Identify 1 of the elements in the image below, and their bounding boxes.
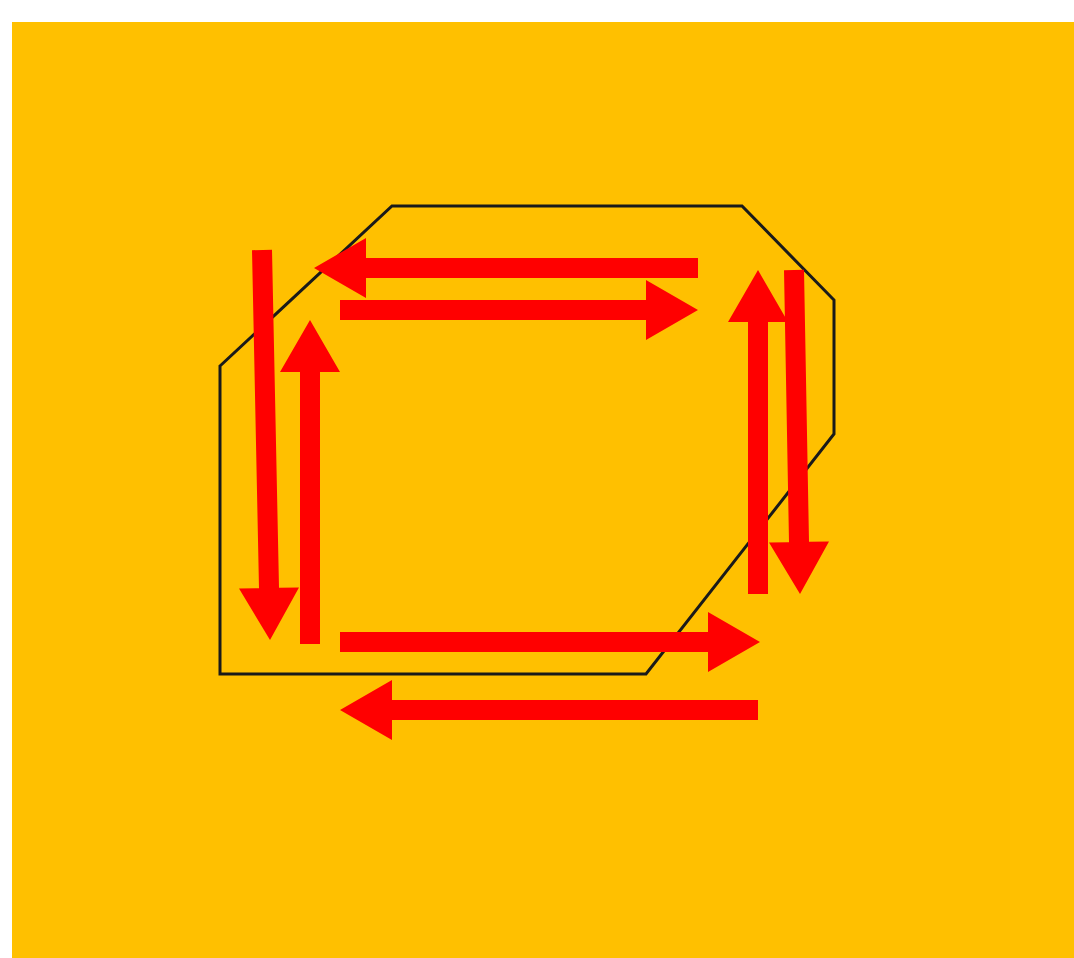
outline-shape — [218, 204, 838, 678]
